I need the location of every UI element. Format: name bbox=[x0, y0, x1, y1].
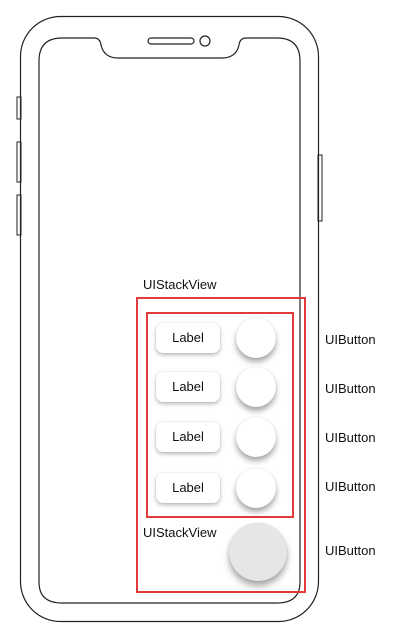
row-label: Label bbox=[156, 422, 220, 452]
row-round-button[interactable] bbox=[236, 318, 276, 358]
row-label: Label bbox=[156, 473, 220, 503]
volume-up-button bbox=[16, 141, 22, 183]
row-label: Label bbox=[156, 323, 220, 353]
row-button-caption: UIButton bbox=[325, 381, 376, 396]
main-button-caption: UIButton bbox=[325, 543, 376, 558]
row-round-button[interactable] bbox=[236, 367, 276, 407]
volume-down-button bbox=[16, 194, 22, 236]
row-button-caption: UIButton bbox=[325, 332, 376, 347]
row-label: Label bbox=[156, 372, 220, 402]
row-button-caption: UIButton bbox=[325, 479, 376, 494]
power-button bbox=[317, 154, 323, 222]
silent-switch bbox=[16, 96, 22, 120]
front-camera bbox=[199, 35, 211, 47]
row-round-button[interactable] bbox=[236, 417, 276, 457]
row-round-button[interactable] bbox=[236, 468, 276, 508]
outer-stack-view-frame bbox=[136, 297, 306, 593]
main-round-button[interactable] bbox=[229, 523, 287, 581]
device-screen bbox=[38, 37, 301, 604]
outer-stack-view-caption: UIStackView bbox=[143, 277, 217, 292]
inner-stack-view-caption: UIStackView bbox=[143, 525, 217, 540]
inner-stack-view-frame bbox=[146, 312, 294, 518]
speaker-grille bbox=[147, 37, 195, 45]
device-body bbox=[19, 15, 320, 623]
row-button-caption: UIButton bbox=[325, 430, 376, 445]
